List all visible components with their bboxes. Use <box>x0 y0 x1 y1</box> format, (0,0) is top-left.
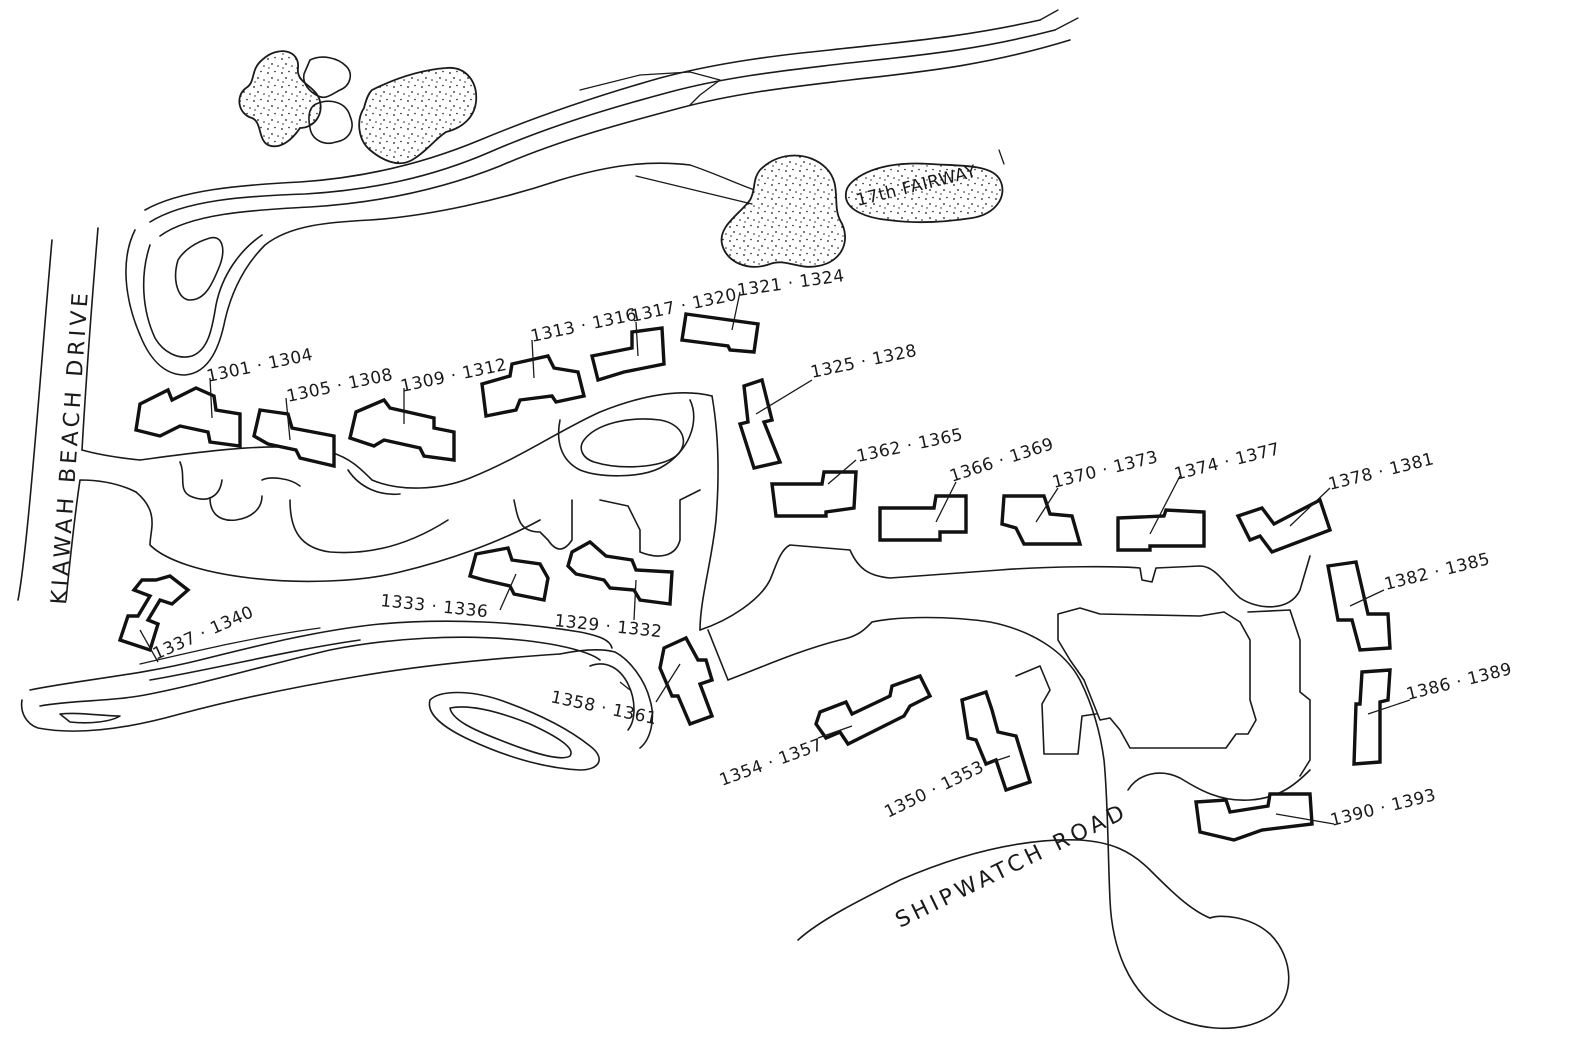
building-label-1374-1377: 1374 · 1377 <box>1172 439 1282 485</box>
building-label-1390-1393: 1390 · 1393 <box>1328 785 1438 831</box>
building-label-1358-1361: 1358 · 1361 <box>549 687 659 729</box>
building-label-1354-1357: 1354 · 1357 <box>717 735 826 791</box>
marsh-contours-south <box>20 620 654 771</box>
shipwatch-road-label: SHIPWATCH ROAD <box>892 799 1133 933</box>
building-1390-1393[interactable]: 1390 · 1393 <box>1194 785 1438 842</box>
building-1329-1332[interactable]: 1329 · 1332 <box>553 539 674 642</box>
building-1333-1336[interactable]: 1333 · 1336 <box>379 546 550 622</box>
marsh-contours-north <box>125 9 1079 376</box>
building-label-1386-1389: 1386 · 1389 <box>1404 659 1514 705</box>
building-label-1301-1304: 1301 · 1304 <box>205 345 315 387</box>
building-label-1313-1316: 1313 · 1316 <box>529 305 639 347</box>
building-1354-1357[interactable]: 1354 · 1357 <box>717 673 933 791</box>
building-label-1333-1336: 1333 · 1336 <box>379 591 489 622</box>
building-label-1350-1353: 1350 · 1353 <box>881 757 987 822</box>
building-label-1370-1373: 1370 · 1373 <box>1050 447 1160 493</box>
building-label-1362-1365: 1362 · 1365 <box>855 425 965 467</box>
building-label-1321-1324: 1321 · 1324 <box>736 266 846 301</box>
tree-cluster-north <box>238 50 478 165</box>
building-label-1382-1385: 1382 · 1385 <box>1382 549 1492 595</box>
building-label-1378-1381: 1378 · 1381 <box>1326 449 1436 495</box>
building-label-1329-1332: 1329 · 1332 <box>553 611 663 642</box>
parking-drive-east <box>699 544 1311 1030</box>
tree-cluster-fairway <box>635 149 1005 268</box>
buildings-layer: 1301 · 1304 1305 · 1308 1309 · 1312 1313… <box>117 266 1514 842</box>
kiawah-beach-drive-label: KIAWAH BEACH DRIVE <box>47 288 94 605</box>
building-label-1325-1328: 1325 · 1328 <box>809 341 919 383</box>
building-1382-1385[interactable]: 1382 · 1385 <box>1326 549 1492 652</box>
building-1386-1389[interactable]: 1386 · 1389 <box>1352 659 1514 766</box>
kiawah-beach-drive-road <box>17 227 141 601</box>
building-1378-1381[interactable]: 1378 · 1381 <box>1235 449 1436 555</box>
building-label-1337-1340: 1337 · 1340 <box>150 602 257 664</box>
